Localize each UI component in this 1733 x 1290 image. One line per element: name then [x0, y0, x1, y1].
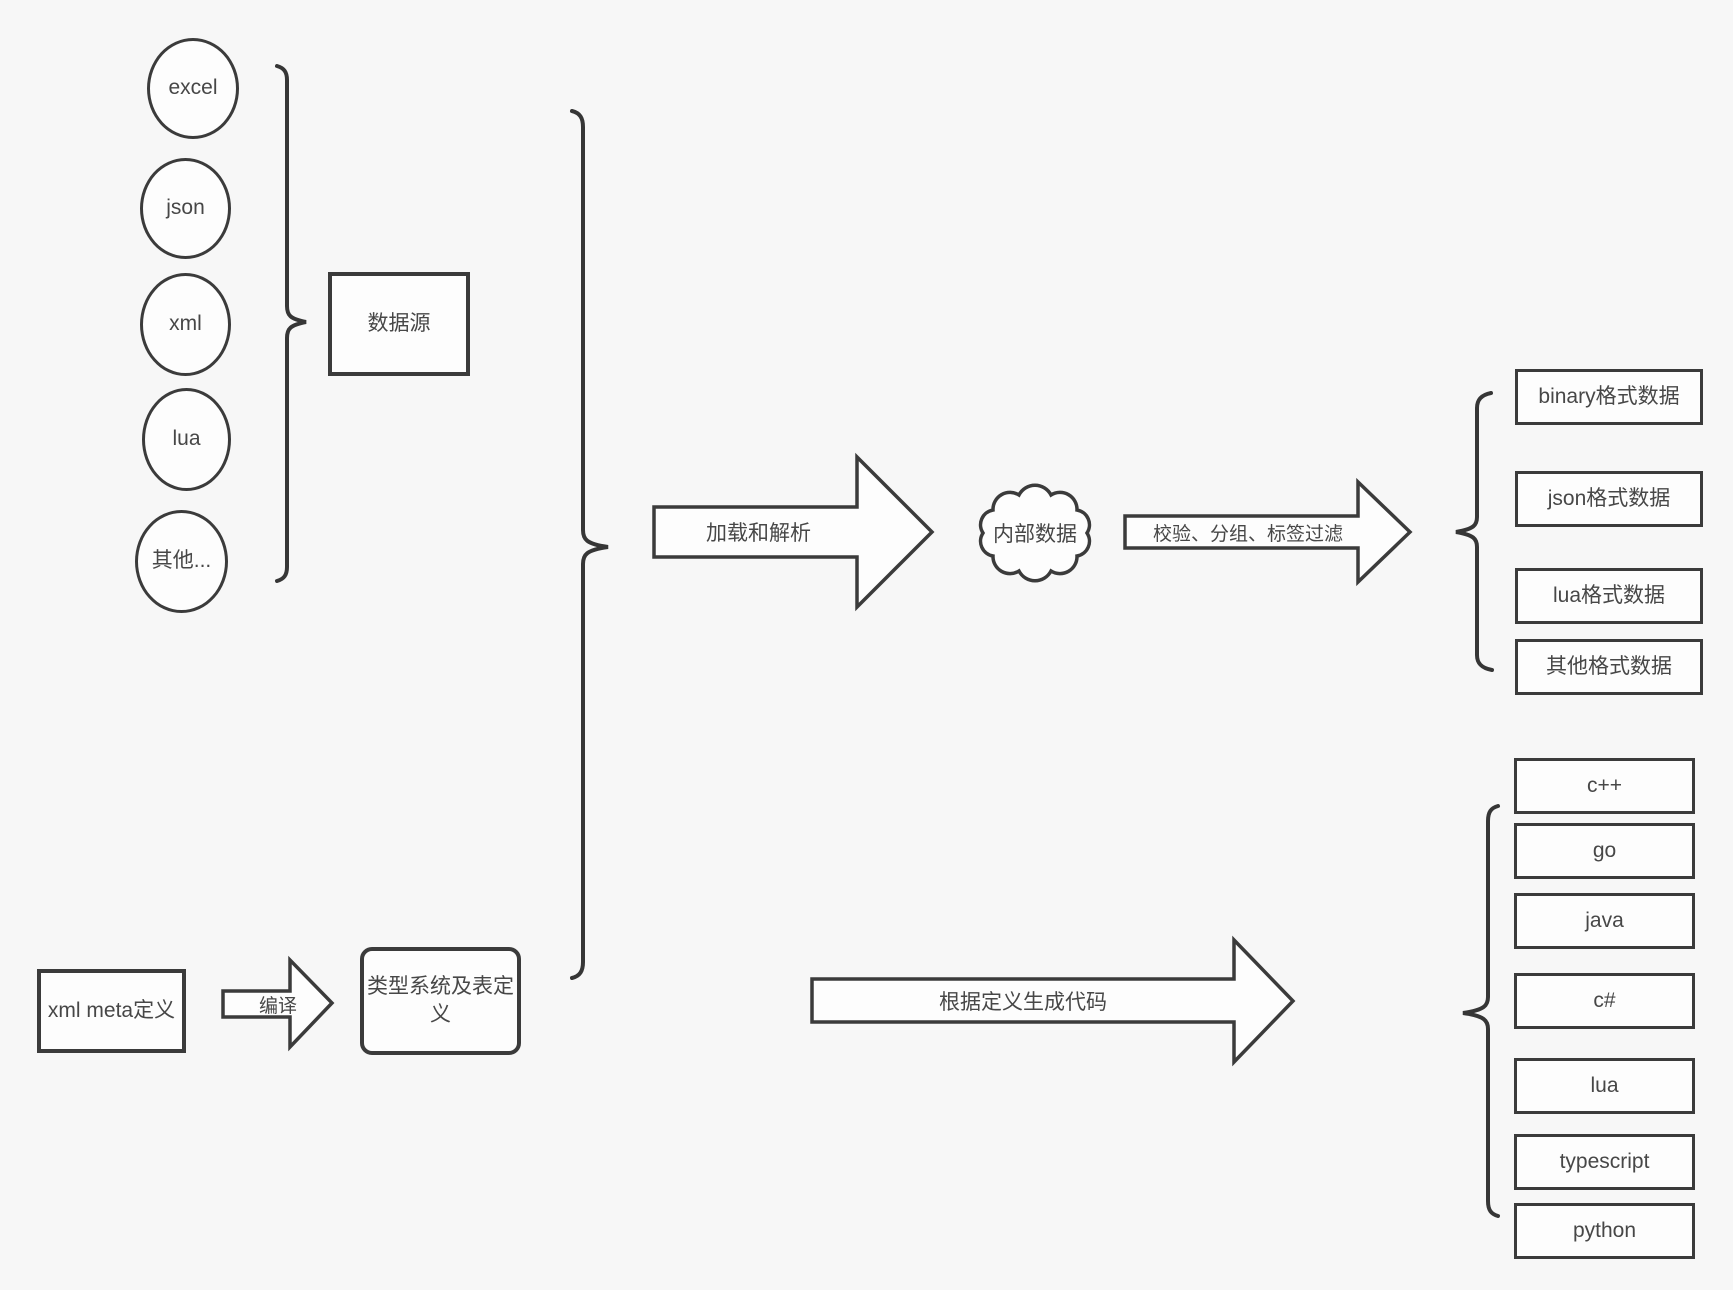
format-box-label: json格式数据	[1547, 486, 1671, 510]
source-node-excel: excel	[147, 38, 239, 139]
box-xml-meta: xml meta定义	[37, 969, 186, 1053]
lang-box-label: typescript	[1559, 1149, 1650, 1173]
format-box-binary: binary格式数据	[1515, 369, 1703, 425]
brace-language-group	[1462, 804, 1500, 1218]
arrow-generate-code	[810, 935, 1296, 1067]
source-node-label: 其他...	[151, 549, 212, 573]
source-node-lua: lua	[142, 388, 231, 491]
box-data-source: 数据源	[328, 272, 470, 376]
cloud-internal-data-label: 内部数据	[993, 523, 1077, 546]
source-node-json: json	[140, 158, 231, 259]
lang-box-csharp: c#	[1514, 973, 1695, 1029]
brace-source-group	[275, 64, 307, 583]
source-node-label: xml	[169, 312, 202, 336]
format-box-lua: lua格式数据	[1515, 568, 1703, 624]
arrow-load-parse	[652, 452, 935, 612]
source-node-label: json	[166, 196, 205, 220]
source-node-label: lua	[172, 427, 201, 451]
format-box-label: binary格式数据	[1538, 384, 1680, 408]
brace-main-merge	[570, 109, 609, 980]
box-type-system: 类型系统及表定义	[360, 947, 521, 1055]
format-box-label: lua格式数据	[1552, 583, 1666, 607]
box-data-source-label: 数据源	[367, 311, 431, 335]
lang-box-label: java	[1585, 908, 1624, 932]
arrow-generate-code-label: 根据定义生成代码	[939, 990, 1107, 1014]
lang-box-python: python	[1514, 1203, 1695, 1259]
brace-format-group	[1455, 391, 1494, 672]
source-node-label: excel	[168, 76, 218, 100]
format-box-label: 其他格式数据	[1546, 654, 1672, 678]
lang-box-label: c#	[1593, 988, 1616, 1012]
arrow-validate-filter	[1123, 477, 1413, 587]
box-type-system-label: 类型系统及表定义	[367, 974, 514, 1026]
lang-box-label: lua	[1590, 1073, 1619, 1097]
arrow-validate-filter-label: 校验、分组、标签过滤	[1152, 523, 1343, 545]
arrow-load-parse-label: 加载和解析	[706, 522, 811, 545]
box-xml-meta-label: xml meta定义	[47, 998, 176, 1022]
format-box-other: 其他格式数据	[1515, 639, 1703, 695]
arrow-compile-label: 编译	[258, 995, 297, 1017]
format-box-json: json格式数据	[1515, 471, 1703, 527]
lang-box-label: c++	[1586, 773, 1623, 797]
source-node-xml: xml	[140, 273, 231, 376]
lang-box-cpp: c++	[1514, 758, 1695, 814]
lang-box-java: java	[1514, 893, 1695, 949]
lang-box-go: go	[1514, 823, 1695, 879]
lang-box-label: python	[1572, 1218, 1637, 1242]
source-node-other: 其他...	[135, 510, 228, 613]
lang-box-typescript: typescript	[1514, 1134, 1695, 1190]
arrow-compile	[221, 955, 335, 1052]
lang-box-lua: lua	[1514, 1058, 1695, 1114]
lang-box-label: go	[1592, 838, 1617, 862]
cloud-internal-data	[978, 483, 1092, 583]
